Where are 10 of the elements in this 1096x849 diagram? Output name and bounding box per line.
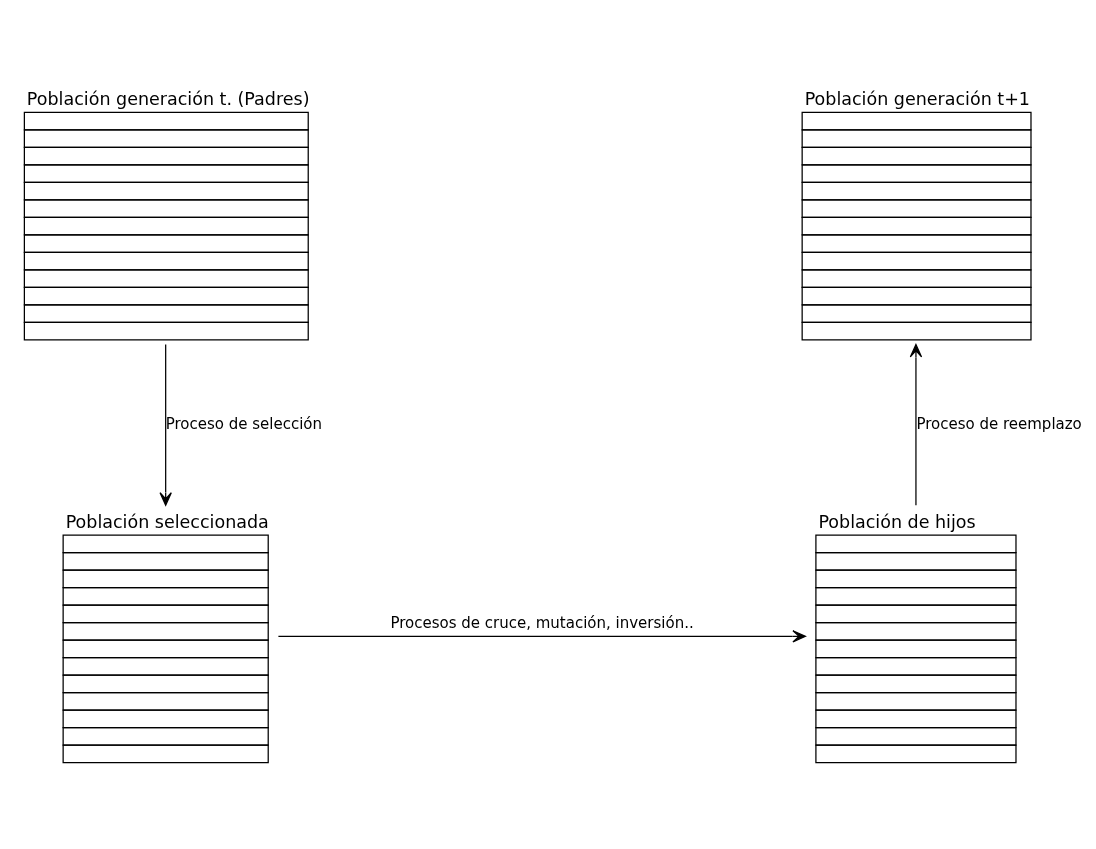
arrow — [277, 629, 807, 643]
node-label: Población generación t+1 — [804, 88, 1030, 109]
arrow — [159, 343, 172, 506]
edge-label: Proceso de reemplazo — [916, 414, 1082, 433]
node-label: Población de hijos — [818, 511, 976, 532]
edge-label: Proceso de selección — [165, 414, 322, 433]
edge-label: Procesos de cruce, mutación, inversión.. — [390, 613, 694, 632]
node-label: Población generación t. (Padres) — [26, 88, 310, 109]
node-label: Población seleccionada — [65, 511, 269, 532]
arrow — [909, 343, 923, 506]
